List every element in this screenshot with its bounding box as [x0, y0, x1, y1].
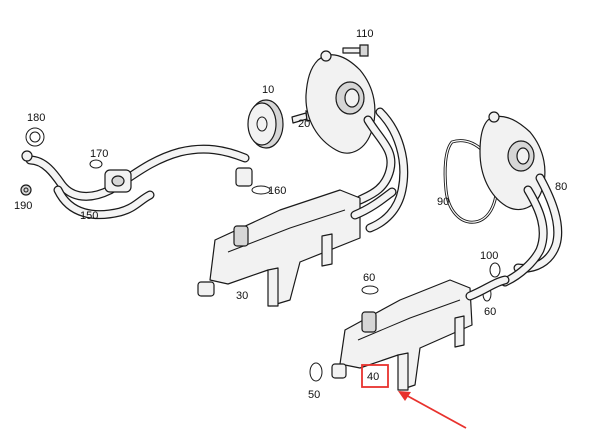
callout-110: 110	[356, 28, 374, 40]
ring-60-top	[361, 285, 379, 295]
highlight-arrow	[398, 391, 467, 429]
ring-100	[489, 262, 501, 278]
callout-160: 160	[268, 185, 286, 197]
ring-170	[89, 159, 103, 169]
pulley-10	[247, 99, 284, 149]
callout-170: 170	[90, 148, 108, 160]
housing-40	[331, 275, 510, 391]
highlight-box	[361, 364, 389, 388]
ring-180	[25, 127, 45, 147]
callout-40: 40	[367, 371, 379, 383]
callout-90: 90	[437, 196, 449, 208]
callout-30: 30	[236, 290, 248, 302]
callout-190: 190	[14, 200, 32, 212]
callout-20: 20	[298, 118, 310, 130]
callout-10: 10	[262, 84, 274, 96]
callout-60-top: 60	[363, 272, 375, 284]
callout-100: 100	[480, 250, 498, 262]
pump-lower-pipes	[500, 173, 563, 287]
bolt-190	[20, 184, 32, 196]
callout-80: 80	[555, 181, 567, 193]
ring-160	[251, 185, 271, 195]
water-pump-upper	[305, 50, 376, 154]
callout-150: 150	[80, 210, 98, 222]
callout-180: 180	[27, 112, 45, 124]
callout-50: 50	[308, 389, 320, 401]
callout-60-right: 60	[484, 306, 496, 318]
housing-30	[197, 187, 397, 307]
pump-upper-pipes	[355, 107, 409, 233]
ring-50	[309, 362, 323, 382]
bolt-110	[342, 44, 369, 57]
coolant-line-150	[21, 144, 253, 220]
